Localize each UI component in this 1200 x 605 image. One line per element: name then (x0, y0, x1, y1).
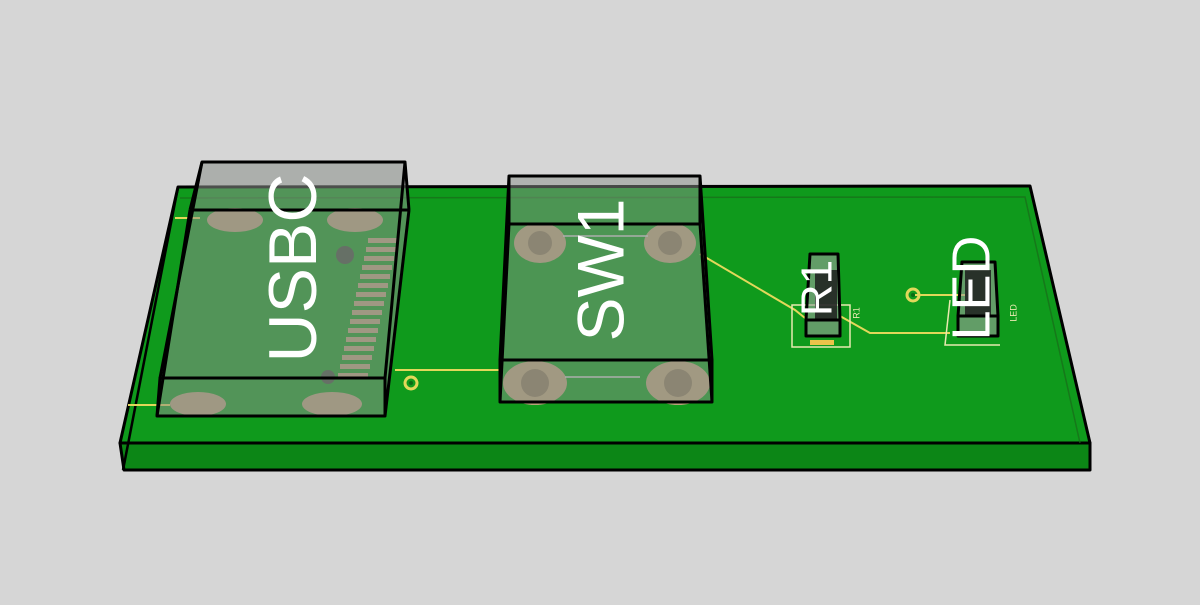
pad (810, 340, 834, 345)
led-designator: LED (941, 235, 1001, 340)
board-left-edge (121, 186, 180, 471)
r1-designator: R1 (793, 260, 842, 316)
usbc-body (157, 162, 409, 416)
board-back-edge (179, 196, 1081, 444)
board-front-face (118, 441, 1092, 472)
led-silk-label: LED (1008, 304, 1018, 322)
r1-silk-label: R1 (851, 307, 861, 319)
sw1-body (500, 176, 712, 402)
usbc-component[interactable]: USBC (155, 160, 411, 418)
trace-sw1-r1 (699, 253, 806, 319)
via-icon (905, 287, 921, 303)
led-outline (956, 260, 1000, 338)
r1-component[interactable]: R1 R1 (791, 252, 861, 348)
r1-outline (804, 252, 842, 338)
led-component[interactable]: LED LED (941, 235, 1018, 346)
sw1-designator: SW1 (563, 198, 637, 341)
sw1-component[interactable]: SW1 (498, 174, 714, 405)
led-silkscreen-outline (944, 299, 1000, 346)
via-icon (403, 375, 419, 391)
traces (128, 217, 965, 406)
sw1-outline (498, 174, 714, 404)
usbc-designator: USBC (255, 174, 331, 363)
usbc-outline (155, 160, 411, 418)
